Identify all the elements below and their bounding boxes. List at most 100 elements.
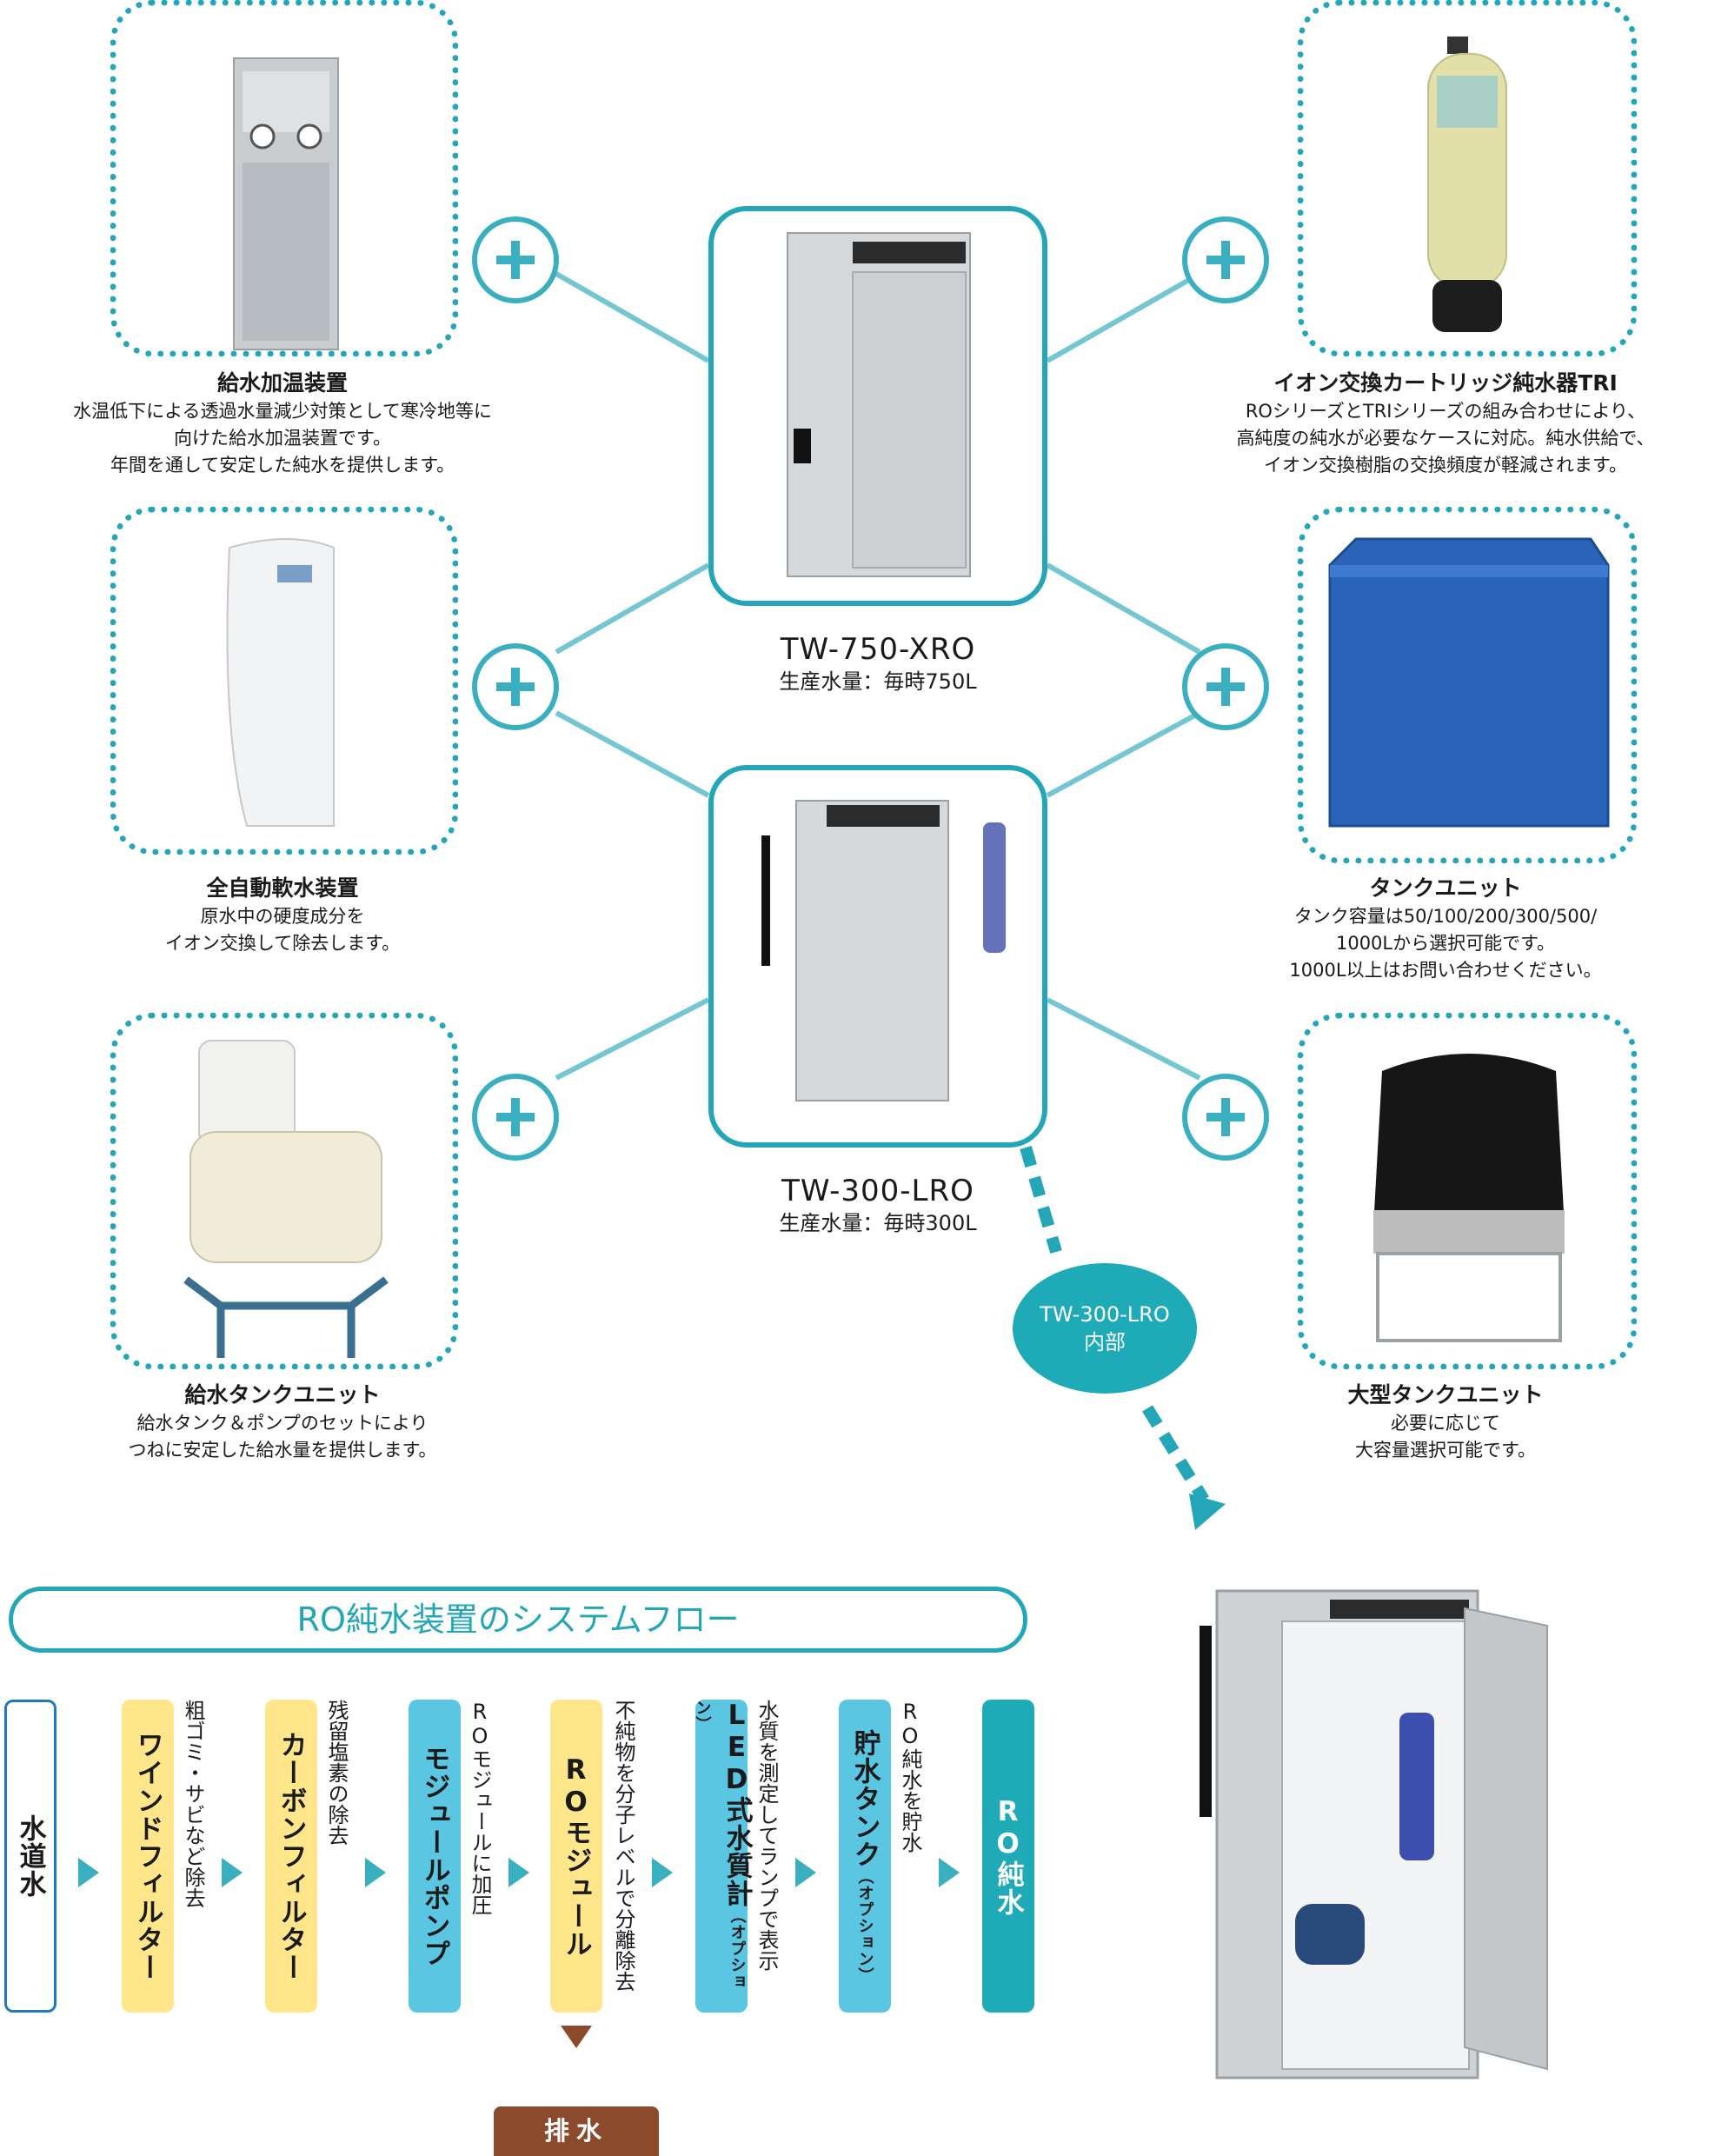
plus-icon — [1182, 1074, 1269, 1161]
flow-step-label: モジュールポンプ — [418, 1745, 450, 1967]
flow-step-label: RO純水 — [992, 1796, 1024, 1916]
flow-step-ro-pure-water: RO純水 — [982, 1700, 1034, 2013]
drain-arrow-icon — [561, 2026, 592, 2048]
large-tank-illustration — [1373, 1054, 1565, 1342]
drain-label: 排水 — [494, 2106, 659, 2156]
tank-unit-illustration — [1328, 537, 1610, 828]
model-name: TW-300-LRO — [781, 1174, 974, 1208]
flow-arrow-icon — [78, 1858, 99, 1887]
ion-cartridge-image-box — [1298, 0, 1637, 356]
flow-arrow-icon — [222, 1858, 243, 1887]
feed-heater-image-box — [110, 0, 458, 356]
caption-line: 1000Lから選択可能です。 — [1335, 933, 1556, 954]
caption-line: 原水中の硬度成分を — [200, 906, 365, 927]
connector-line — [1046, 997, 1201, 1081]
dashed-arrow-line — [1142, 1405, 1209, 1503]
tw-300-lro-interior-photo — [1200, 1589, 1548, 2079]
caption-line: 1000L以上はお問い合わせください。 — [1289, 960, 1602, 981]
connector-line — [555, 562, 710, 655]
plus-icon — [1182, 643, 1269, 730]
connector-line — [555, 271, 710, 363]
caption-line: イオン交換樹脂の交換頻度が軽減されます。 — [1264, 455, 1627, 476]
flow-step-label: カーボンフィルター — [275, 1731, 307, 1981]
caption-line: 高純度の純水が必要なケースに対応。純水供給で、 — [1236, 428, 1655, 449]
feed-tank-caption: 給水タンクユニット 給水タンク＆ポンプのセットにより つねに安定した給水量を提供… — [0, 1381, 565, 1464]
feed-heater-caption: 給水加温装置 水温低下による透過水量減少対策として寒冷地等に 向けた給水加温装置… — [0, 369, 565, 479]
connector-line — [1046, 710, 1201, 798]
tw-300-lro-image-box — [708, 765, 1047, 1148]
caption-title: 大型タンクユニット — [1347, 1382, 1544, 1407]
bubble-label: 内部 — [1084, 1330, 1126, 1354]
flow-note: ROモジュールに加圧 — [468, 1700, 492, 1915]
flow-step-module-pump: モジュールポンプ — [409, 1700, 461, 2013]
tank-unit-image-box — [1298, 507, 1637, 863]
flow-step-label: 水道水 — [14, 1814, 46, 1898]
flow-step-carbon-filter: カーボンフィルター — [265, 1700, 317, 2013]
plus-icon — [472, 643, 559, 730]
flow-arrow-icon — [652, 1858, 673, 1887]
dashed-arrow-line — [1020, 1146, 1062, 1254]
softener-image-box — [110, 507, 458, 855]
caption-title: 給水加温装置 — [216, 370, 348, 396]
caption-line: 大容量選択可能です。 — [1355, 1440, 1536, 1461]
flow-step-label: ワインドフィルター — [131, 1731, 163, 1981]
plus-icon — [472, 216, 559, 303]
option-tag: （オプション） — [855, 1867, 874, 1984]
bubble-model: TW-300-LRO — [1040, 1302, 1170, 1327]
flow-step-text: LED式水質計 — [721, 1700, 753, 1907]
caption-line: 必要に応じて — [1391, 1413, 1500, 1434]
flow-arrow-icon — [795, 1858, 816, 1887]
plus-icon — [472, 1074, 559, 1161]
caption-line: 水温低下による透過水量減少対策として寒冷地等に — [73, 401, 492, 422]
flow-step-storage-tank: 貯水タンク（オプション） — [839, 1700, 891, 2013]
feed-tank-illustration — [183, 1040, 389, 1358]
feed-tank-image-box — [110, 1013, 458, 1369]
flow-step-label: LED式水質計（オプション） — [687, 1700, 757, 2013]
option-tag: （オプション） — [693, 1700, 747, 1990]
flow-arrow-icon — [508, 1858, 529, 1887]
flow-step-ro-module: ROモジュール — [550, 1700, 602, 2013]
flow-note: 残留塩素の除去 — [324, 1700, 349, 1846]
tw-300-lro-illustration — [761, 800, 1006, 1101]
feed-heater-illustration — [233, 57, 339, 350]
flow-step-label: ROモジュール — [560, 1754, 592, 1958]
model-capacity: 生産水量：毎時300L — [779, 1211, 977, 1235]
softener-caption: 全自動軟水装置 原水中の硬度成分を イオン交換して除去します。 — [0, 874, 565, 957]
caption-line: 向けた給水加温装置です。 — [174, 428, 391, 449]
caption-title: イオン交換カートリッジ純水器TRI — [1273, 370, 1618, 396]
flow-note: 水質を測定してランプで表示 — [754, 1700, 779, 1971]
caption-title: 全自動軟水装置 — [206, 875, 359, 901]
flow-step-text: 貯水タンク — [848, 1728, 881, 1868]
connector-line — [555, 997, 710, 1081]
caption-line: タンク容量は50/100/200/300/500/ — [1293, 906, 1598, 927]
arrow-head-icon — [1189, 1494, 1226, 1530]
large-tank-caption: 大型タンクユニット 必要に応じて 大容量選択可能です。 — [1163, 1381, 1728, 1464]
ion-cartridge-caption: イオン交換カートリッジ純水器TRI ROシリーズとTRIシリーズの組み合わせによ… — [1163, 369, 1728, 479]
connector-line — [1046, 271, 1201, 363]
flow-note: 不純物を分子レベルで分離除去 — [611, 1700, 635, 1992]
tw-300-lro-label: TW-300-LRO 生産水量：毎時300L — [704, 1172, 1052, 1236]
flow-note: 粗ゴミ・サビなど除去 — [181, 1700, 205, 1908]
caption-line: 年間を通して安定した純水を提供します。 — [110, 455, 455, 476]
flow-step-label: 貯水タンク（オプション） — [846, 1729, 885, 1984]
connector-line — [1046, 562, 1201, 655]
plus-icon — [1182, 216, 1269, 303]
tank-unit-caption: タンクユニット タンク容量は50/100/200/300/500/ 1000Lか… — [1163, 874, 1728, 984]
softener-illustration — [226, 538, 335, 827]
large-tank-image-box — [1298, 1013, 1637, 1369]
connector-line — [555, 710, 710, 798]
tw-300-lro-interior-bubble: TW-300-LRO 内部 — [1013, 1263, 1197, 1394]
model-name: TW-750-XRO — [780, 632, 976, 667]
caption-title: 給水タンクユニット — [184, 1382, 381, 1407]
model-capacity: 生産水量：毎時750L — [779, 669, 977, 694]
flow-step-wind-filter: ワインドフィルター — [122, 1700, 174, 2013]
flow-title: RO純水装置のシステムフロー — [9, 1587, 1027, 1653]
tw-750-xro-image-box — [708, 206, 1047, 606]
tw-750-xro-illustration — [787, 232, 971, 577]
caption-line: イオン交換して除去します。 — [164, 933, 401, 954]
flow-arrow-icon — [939, 1858, 960, 1887]
ion-cartridge-illustration — [1427, 37, 1507, 332]
caption-line: ROシリーズとTRIシリーズの組み合わせにより、 — [1245, 401, 1646, 422]
tw-750-xro-label: TW-750-XRO 生産水量：毎時750L — [704, 630, 1052, 695]
